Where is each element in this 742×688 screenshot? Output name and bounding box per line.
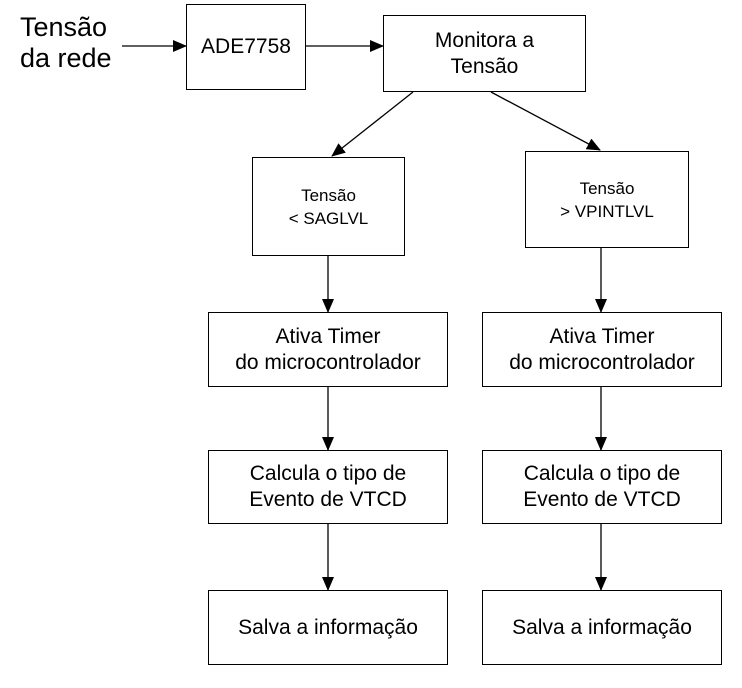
left-calc-label: Calcula o tipo de Evento de VTCD	[249, 462, 407, 511]
left-timer-box: Ativa Timer do microcontrolador	[208, 312, 448, 387]
right-condition-label: Tensão > VPINTLVL	[560, 178, 654, 221]
left-calc-box: Calcula o tipo de Evento de VTCD	[208, 450, 448, 524]
right-condition-box: Tensão > VPINTLVL	[525, 151, 689, 248]
arrow-monitor-to-right-condition	[490, 91, 601, 151]
right-calc-label: Calcula o tipo de Evento de VTCD	[523, 462, 681, 511]
right-timer-label: Ativa Timer do microcontrolador	[509, 324, 695, 374]
monitor-voltage-box: Monitora a Tensão	[383, 15, 586, 92]
monitor-voltage-label: Monitora a Tensão	[434, 28, 535, 78]
right-save-box: Salva a informação	[482, 590, 722, 665]
right-save-label: Salva a informação	[512, 615, 692, 639]
left-condition-box: Tensão < SAGLVL	[252, 157, 405, 256]
left-timer-label: Ativa Timer do microcontrolador	[235, 324, 421, 374]
arrow-monitor-to-left-condition	[331, 91, 414, 157]
right-timer-box: Ativa Timer do microcontrolador	[482, 312, 722, 387]
left-save-label: Salva a informação	[238, 615, 418, 639]
ade7758-box: ADE7758	[186, 4, 306, 90]
input-label: Tensão da rede	[20, 12, 112, 73]
right-calc-box: Calcula o tipo de Evento de VTCD	[482, 450, 722, 524]
left-save-box: Salva a informação	[208, 590, 448, 665]
left-condition-label: Tensão < SAGLVL	[288, 185, 369, 228]
ade7758-label: ADE7758	[201, 35, 291, 58]
